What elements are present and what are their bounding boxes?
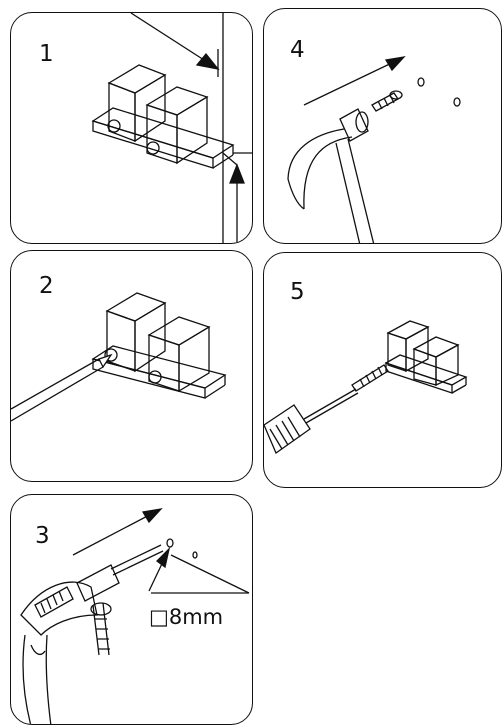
- step-4-illustration: [287, 56, 461, 243]
- step-1-number: 1: [39, 41, 54, 67]
- screw-icon: [351, 364, 389, 392]
- step-2-panel: 2: [10, 250, 253, 482]
- step-5-number: 5: [290, 279, 305, 305]
- step-2-illustration: [11, 292, 227, 422]
- step-5-illustration: [264, 320, 468, 454]
- hammer-icon: [287, 108, 375, 243]
- drill-icon: [20, 544, 164, 724]
- pencil-icon: [11, 353, 113, 422]
- drill-hole-size-label: □8mm: [149, 605, 224, 629]
- step-4-number: 4: [290, 37, 305, 63]
- step-3-illustration: [20, 508, 250, 724]
- step-1-illustration: [91, 13, 252, 243]
- soap-dish-holder-icon: [91, 292, 227, 399]
- wall-plug-icon: [371, 90, 403, 112]
- soap-dish-holder-icon: [91, 64, 235, 169]
- step-3-number: 3: [35, 523, 50, 549]
- step-1-panel: 1: [10, 12, 253, 244]
- step-4-panel: 4: [263, 8, 502, 244]
- screwdriver-icon: [264, 388, 359, 454]
- step-5-panel: 5: [263, 252, 502, 488]
- step-3-panel: 3 □8mm: [10, 494, 253, 725]
- soap-dish-holder-icon: [384, 320, 468, 394]
- step-2-number: 2: [39, 273, 54, 299]
